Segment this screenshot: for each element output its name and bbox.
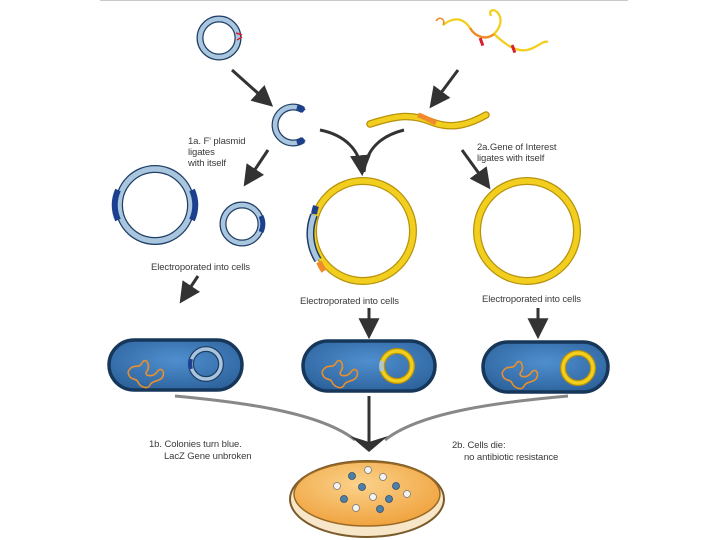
arrow-icon (230, 68, 274, 107)
label-line: 1a. F' plasmid (188, 136, 246, 147)
label-electroporated-right: Electroporated into cells (482, 294, 581, 305)
gene-fragment-icon (366, 111, 490, 130)
label-line: 2a.Gene of Interest (477, 142, 557, 153)
arrow-icon (350, 436, 388, 452)
arrow-icon (362, 128, 405, 173)
bacterial-cell-icon (107, 338, 244, 392)
plasmid-icon (196, 15, 243, 61)
plasmid-icon (219, 201, 266, 247)
arrow-icon (174, 394, 356, 442)
plasmid-icon (473, 177, 581, 285)
label-step-1b: 1b. Colonies turn blue. LacZ Gene unbrok… (149, 439, 252, 463)
arrow-icon (243, 149, 270, 187)
bacterial-cell-icon (301, 339, 437, 393)
label-line: with itself (188, 158, 226, 169)
plasmid-icon (306, 177, 417, 285)
plasmid-icon (111, 165, 199, 245)
label-step-1a: 1a. F' plasmid ligates with itself (188, 136, 246, 169)
label-line: 2b. Cells die: (452, 440, 506, 451)
arrow-icon (429, 69, 460, 109)
label-electroporated-middle: Electroporated into cells (300, 296, 399, 307)
arrow-icon (384, 394, 569, 442)
plasmid-icon (271, 103, 306, 147)
label-line: ligates with itself (477, 153, 545, 164)
arrow-icon (179, 275, 201, 304)
label-line: LacZ Gene unbroken (164, 451, 252, 462)
arrow-icon (460, 149, 491, 190)
gene-fragment-icon (435, 9, 549, 54)
label-electroporated-left: Electroporated into cells (151, 262, 250, 273)
bacterial-cell-icon (481, 340, 610, 394)
top-rule (100, 0, 628, 1)
arrow-icon (319, 128, 371, 177)
label-step-2b: 2b. Cells die: no antibiotic resistance (452, 440, 558, 464)
label-line: 1b. Colonies turn blue. (149, 439, 242, 450)
label-line: ligates (188, 147, 215, 158)
petri-dish-icon (289, 460, 445, 538)
label-step-2a: 2a.Gene of Interest ligates with itself (477, 142, 557, 164)
label-line: no antibiotic resistance (464, 452, 559, 463)
